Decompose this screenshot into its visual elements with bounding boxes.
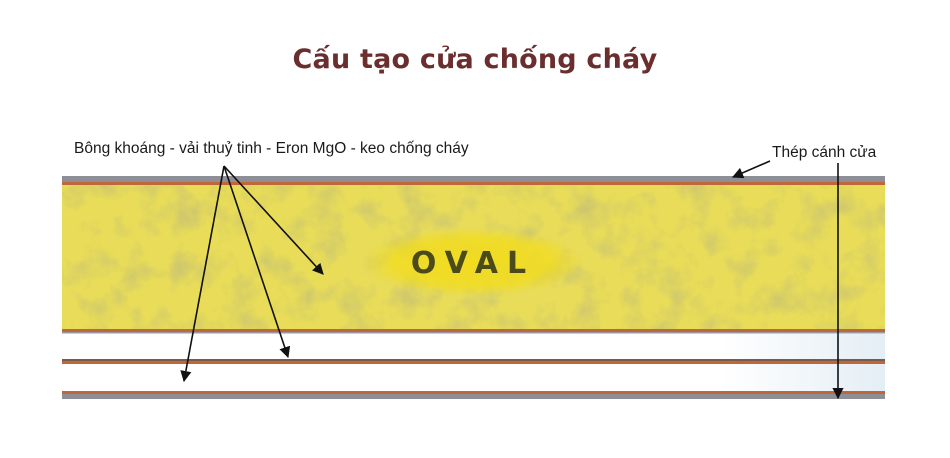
core-label-arrows	[180, 165, 324, 383]
arrow-to-top-steel	[731, 160, 771, 179]
mineral-wool-core	[62, 185, 885, 329]
arrow-to-mgo-board	[180, 165, 225, 383]
diagram-title: Cấu tạo cửa chống cháy	[292, 44, 658, 75]
top-steel-skin	[62, 176, 885, 182]
inner-layers-area	[62, 334, 885, 396]
core-bottom-gray-line	[62, 332, 885, 334]
door-steel-label: Thép cánh cửa	[772, 144, 877, 161]
mgo-board-copper	[62, 391, 885, 394]
oval-logo: OVAL	[363, 228, 583, 296]
arrow-to-mineral-wool	[223, 165, 324, 275]
oval-logo-text: OVAL	[411, 246, 535, 281]
top-copper-line	[62, 182, 885, 185]
core-materials-label: Bông khoáng - vải thuỷ tinh - Eron MgO -…	[74, 140, 469, 157]
arrow-to-glass-fiber	[223, 165, 291, 359]
glass-fiber-copper	[62, 361, 885, 364]
bottom-steel-skin	[62, 394, 885, 399]
glass-fiber-layer	[62, 359, 885, 361]
steel-label-arrows	[731, 160, 844, 400]
core-bottom-copper-line	[62, 329, 885, 332]
